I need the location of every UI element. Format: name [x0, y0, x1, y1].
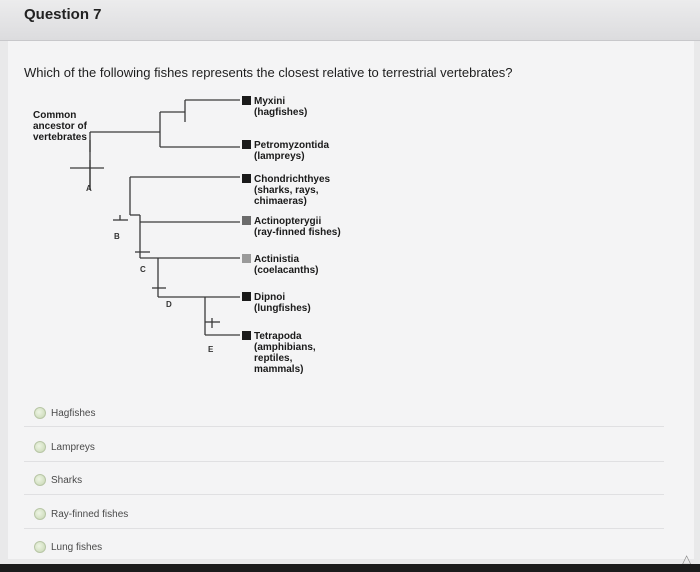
taxon-swatch-tetrapoda	[242, 331, 251, 340]
taxon-swatch-myxini	[242, 96, 251, 105]
taxon-swatch-chondrichthyes	[242, 174, 251, 183]
option-label: Lung fishes	[51, 541, 103, 553]
option-divider	[24, 494, 664, 495]
taxon-actinopterygii: Actinopterygii (ray-finned fishes)	[254, 216, 341, 238]
taxon-swatch-actinopterygii	[242, 216, 251, 225]
question-header: Question 7	[0, 0, 700, 41]
taxon-chondrichthyes: Chondrichthyes (sharks, rays, chimaeras)	[254, 174, 331, 207]
radio-icon[interactable]	[34, 407, 46, 419]
option-divider	[24, 461, 664, 462]
node-b: B	[114, 232, 120, 241]
option-lampreys[interactable]: Lampreys	[34, 439, 95, 455]
taxon-swatch-actinistia	[242, 254, 251, 263]
option-ray-finned-fishes[interactable]: Ray-finned fishes	[34, 506, 128, 522]
option-divider	[24, 426, 664, 427]
taxon-actinistia: Actinistia (coelacanths)	[254, 254, 319, 276]
radio-icon[interactable]	[34, 441, 46, 453]
question-panel	[8, 41, 694, 559]
node-c: C	[140, 265, 146, 274]
node-a: A	[86, 184, 92, 193]
option-label: Sharks	[51, 474, 83, 486]
radio-icon[interactable]	[34, 508, 46, 520]
question-text: Which of the following fishes represents…	[24, 65, 513, 80]
radio-icon[interactable]	[34, 541, 46, 553]
option-lung-fishes[interactable]: Lung fishes	[34, 539, 102, 555]
question-title: Question 7	[24, 6, 102, 23]
taxon-myxini: Myxini (hagfishes)	[254, 96, 308, 118]
option-hagfishes[interactable]: Hagfishes	[34, 405, 95, 421]
option-label: Ray-finned fishes	[51, 508, 129, 520]
option-sharks[interactable]: Sharks	[34, 472, 82, 488]
node-e: E	[208, 345, 214, 354]
taxon-dipnoi: Dipnoi (lungfishes)	[254, 292, 311, 314]
option-label: Hagfishes	[51, 407, 96, 419]
bottom-bar	[0, 564, 700, 572]
taxon-swatch-petromyzontida	[242, 140, 251, 149]
radio-icon[interactable]	[34, 474, 46, 486]
taxon-swatch-dipnoi	[242, 292, 251, 301]
taxon-tetrapoda: Tetrapoda (amphibians, reptiles, mammals…	[254, 331, 316, 375]
taxon-petromyzontida: Petromyzontida (lampreys)	[254, 140, 330, 162]
node-d: D	[166, 300, 172, 309]
option-divider	[24, 528, 664, 529]
corner-arrow-icon: △	[682, 552, 692, 566]
tree-root-label: Common ancestor of vertebrates	[33, 110, 87, 143]
option-label: Lampreys	[51, 441, 95, 453]
